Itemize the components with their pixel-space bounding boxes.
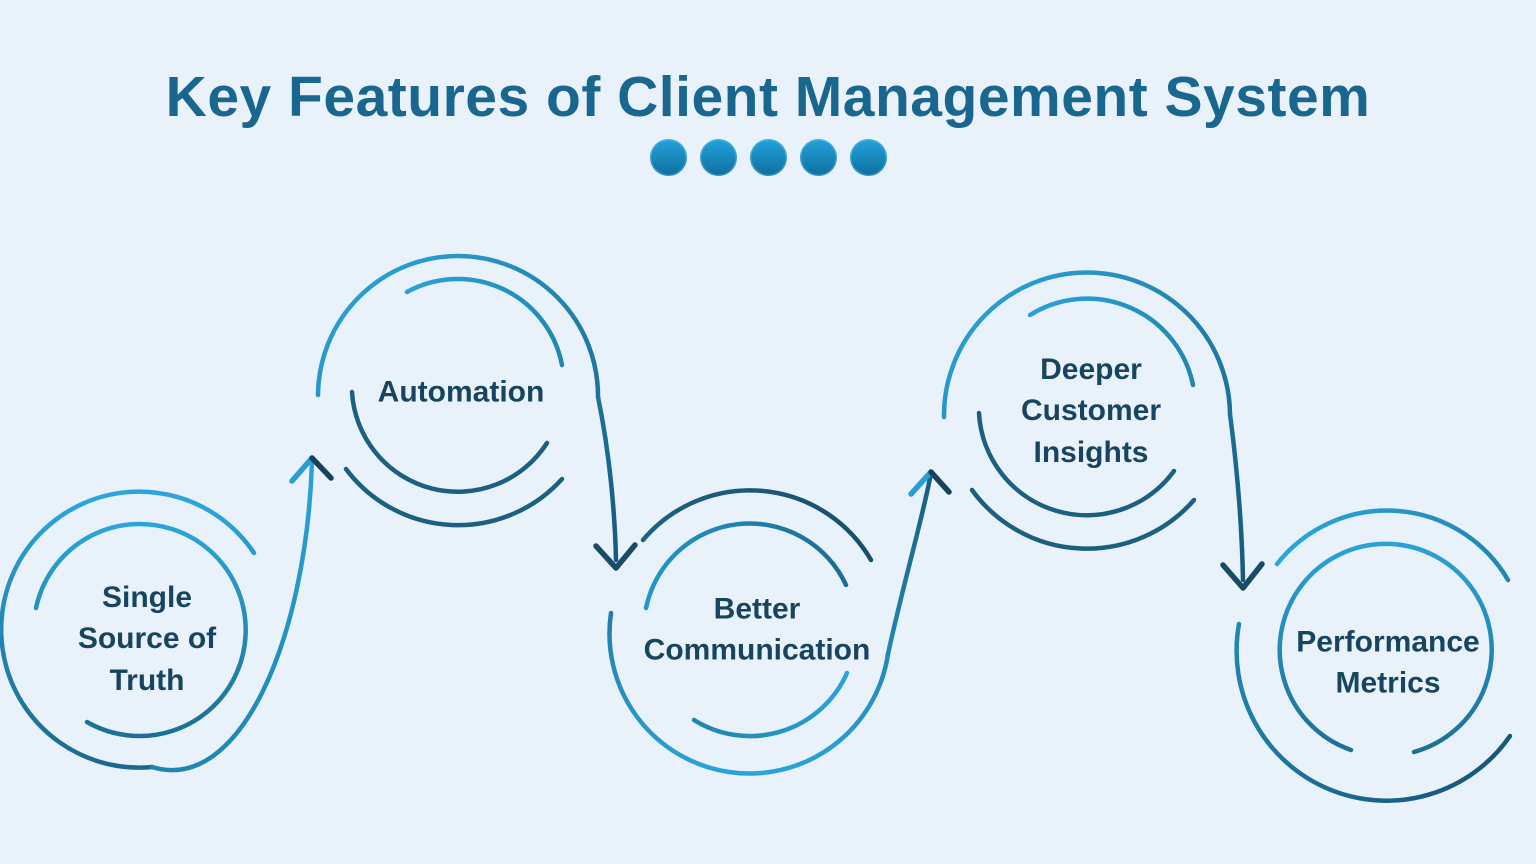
dot-icon — [799, 139, 837, 176]
spiral-node-automation — [315, 253, 638, 571]
arrow-2-shaft — [595, 394, 619, 563]
arrow-4-shaft — [1227, 411, 1246, 583]
node2-outer-bottom-arc — [343, 466, 565, 528]
title-dots — [0, 139, 1536, 176]
node1-outer-arc — [0, 489, 257, 770]
spiral-node-performance-metrics — [1234, 508, 1513, 803]
arrow-3-head-right — [928, 469, 952, 495]
dot-icon — [749, 139, 787, 176]
node2-inner-bottom-arc — [349, 389, 550, 494]
arrow-3-shaft — [885, 475, 933, 657]
arrow-1-head-right — [309, 455, 334, 481]
arrow-1-shaft — [149, 459, 315, 773]
page-title: Key Features of Client Management System — [165, 65, 1371, 129]
node3-outer-bottom-arc — [607, 610, 891, 776]
node3-inner-top-arc — [643, 521, 849, 611]
node4-inner-bottom-arc — [976, 410, 1177, 518]
node2-outer-arc — [315, 253, 601, 400]
node-label-automation: Automation — [377, 375, 545, 409]
spiral-node-deeper-customer-insights — [941, 270, 1265, 591]
node5-outer-top-arc — [1274, 508, 1511, 583]
dot-icon — [849, 139, 887, 176]
node4-inner-top-arc — [1027, 296, 1196, 388]
node-label-single-source-of-truth: Single Source of Truth — [77, 580, 217, 697]
dot-icon — [649, 139, 687, 176]
arrow-2-head — [593, 542, 638, 571]
node5-outer-bottom-arc — [1234, 621, 1513, 803]
node2-inner-top-arc — [404, 276, 565, 368]
node3-inner-bottom-arc — [691, 670, 850, 739]
node4-outer-arc — [941, 270, 1233, 420]
node-label-better-communication: Better Communication — [643, 592, 871, 667]
arrow-1-head-left — [289, 455, 315, 484]
spiral-node-single-source-of-truth — [0, 455, 334, 773]
node3-outer-top-arc — [640, 488, 874, 563]
node-label-performance-metrics: Performance Metrics — [1296, 625, 1480, 700]
node1-inner-arc — [33, 521, 248, 739]
node4-outer-bottom-arc — [969, 487, 1197, 551]
dot-icon — [699, 139, 737, 176]
node-label-deeper-customer-insights: Deeper Customer Insights — [1020, 352, 1162, 469]
node5-inner-arc — [1277, 541, 1494, 755]
spiral-node-better-communication — [607, 469, 952, 776]
arrow-3-head-left — [908, 470, 933, 497]
arrow-4-head — [1220, 561, 1265, 591]
